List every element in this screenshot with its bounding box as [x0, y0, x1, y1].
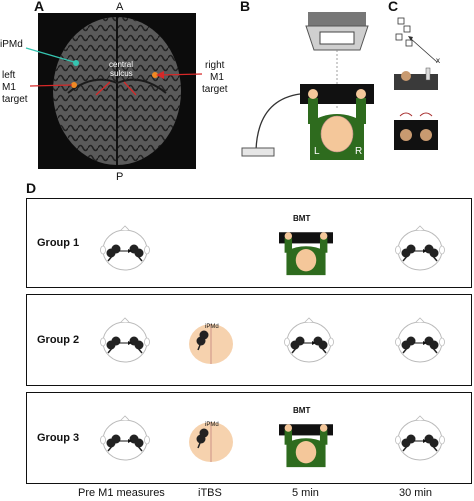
- g3-pre-head: [99, 414, 151, 462]
- posterior-label: P: [116, 171, 124, 183]
- group-1-box: [26, 198, 472, 288]
- timeline-itbs-label: iTBS: [198, 487, 222, 499]
- g3-post-head: [394, 414, 446, 462]
- panel-d-letter: D: [26, 180, 37, 196]
- group-1-label: Group 1: [37, 237, 80, 249]
- central-sulcus-line-1: central: [109, 60, 134, 69]
- g2-30min-head: [394, 316, 446, 364]
- g3-itbs-label: iPMd: [205, 422, 219, 428]
- g2-itbs-label: iPMd: [205, 324, 219, 330]
- g1-bmt-person: [279, 220, 333, 278]
- right-target-line-3: target: [202, 84, 228, 95]
- group-3-label: Group 3: [37, 432, 80, 444]
- end-marker-label: x: [436, 56, 440, 65]
- anterior-label: A: [116, 1, 124, 13]
- right-target-line-2: M1: [210, 72, 224, 83]
- timeline-pre-label: Pre M1 measures: [78, 487, 165, 499]
- left-target-line-3: target: [2, 94, 28, 105]
- ipmd-label: iPMd: [0, 39, 23, 50]
- panel-b-letter: B: [240, 0, 251, 14]
- ipmd-marker: [73, 60, 79, 66]
- task-illustration: [390, 14, 450, 154]
- left-m1-marker: [71, 82, 77, 88]
- right-hand-label: R: [355, 146, 363, 157]
- g3-bmt-label: BMT: [293, 406, 311, 415]
- g2-5min-head: [283, 316, 335, 364]
- left-hand-label: L: [314, 146, 320, 157]
- g1-post-head: [394, 224, 446, 272]
- timeline-30min-label: 30 min: [399, 487, 433, 499]
- panel-a-arrows: [25, 47, 203, 87]
- right-m1-marker: [152, 72, 158, 78]
- g1-pre-head: [99, 224, 151, 272]
- timeline-5min-label: 5 min: [292, 487, 319, 499]
- central-sulcus-line-2: sulcus: [110, 69, 133, 78]
- panel-a-letter: A: [34, 0, 45, 14]
- brain-image: [38, 13, 196, 169]
- g2-pre-head: [99, 316, 151, 364]
- group-2-label: Group 2: [37, 334, 80, 346]
- g1-bmt-label: BMT: [293, 214, 311, 223]
- panel-c-letter: C: [388, 0, 399, 14]
- experimental-setup: [238, 10, 378, 170]
- left-target-line-2: M1: [2, 82, 16, 93]
- left-target-line-1: left: [2, 70, 16, 81]
- right-target-line-1: right: [205, 60, 225, 71]
- g3-bmt-person: [279, 412, 333, 470]
